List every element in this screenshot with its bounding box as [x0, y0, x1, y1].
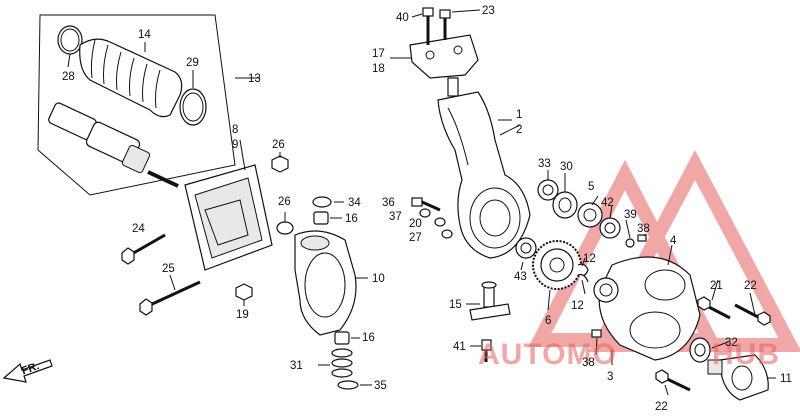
label-15: 15 [449, 299, 462, 311]
label-24: 24 [132, 223, 145, 235]
nut-26-upper [271, 155, 289, 173]
circlip-28 [57, 25, 83, 55]
bearing-42 [599, 217, 621, 239]
label-35: 35 [374, 380, 387, 392]
bearing-30 [552, 191, 578, 219]
label-28: 28 [62, 71, 75, 83]
label-34: 34 [348, 197, 361, 209]
collar-16-lower [334, 331, 350, 345]
label-6: 6 [545, 315, 551, 327]
washer-26-lower [276, 221, 294, 235]
label-31: 31 [290, 360, 303, 372]
label-4: 4 [670, 235, 677, 247]
joint-shaft [48, 102, 179, 188]
label-16-lower: 16 [362, 332, 375, 344]
washer-34 [312, 196, 332, 208]
bolt-40 [422, 7, 434, 45]
washer-27 [441, 229, 453, 239]
label-27: 27 [409, 232, 422, 244]
label-40: 40 [396, 12, 409, 24]
label-30: 30 [560, 161, 573, 173]
bolt-25 [139, 280, 201, 316]
label-11: 11 [780, 373, 792, 385]
label-43: 43 [514, 271, 527, 283]
label-22-upper: 22 [744, 280, 757, 292]
label-20: 20 [409, 218, 422, 230]
dowel-38-upper [637, 234, 647, 242]
label-38-upper: 38 [637, 223, 650, 235]
label-26-lower: 26 [278, 196, 291, 208]
watermark-text-right: HUB [712, 338, 780, 371]
pipe-15 [469, 281, 511, 321]
watermark-text-left: AUTOMO [478, 338, 617, 371]
bolt-23 [439, 9, 451, 40]
leader-lines [499, 124, 776, 396]
boot-14 [79, 38, 183, 118]
washer-31-c [331, 368, 353, 378]
label-36: 36 [382, 197, 395, 209]
label-16-upper: 16 [345, 213, 358, 225]
label-13: 13 [248, 73, 261, 85]
label-10: 10 [372, 273, 385, 285]
label-25: 25 [162, 263, 175, 275]
label-33: 33 [538, 158, 551, 170]
pin-39 [625, 238, 635, 248]
flange-11 [707, 354, 769, 401]
gear-5 [577, 202, 603, 228]
label-12-upper: 12 [583, 253, 596, 265]
cover-4 [598, 256, 701, 361]
label-32: 32 [725, 337, 738, 349]
label-18: 18 [372, 63, 385, 75]
collar-16-upper [313, 211, 329, 225]
label-41: 41 [453, 341, 466, 353]
label-17: 17 [372, 48, 385, 60]
seal-32 [689, 337, 711, 363]
label-1: 1 [516, 109, 522, 121]
label-14: 14 [138, 29, 151, 41]
label-39: 39 [624, 209, 637, 221]
bearing-cover [593, 277, 619, 303]
label-26-upper: 26 [272, 139, 285, 151]
washer-20 [434, 217, 446, 227]
bolt-41 [481, 339, 492, 362]
label-22-lower: 22 [655, 401, 668, 413]
label-42: 42 [601, 197, 614, 209]
washer-37 [419, 208, 431, 218]
label-8: 8 [232, 124, 238, 136]
label-38-lower: 38 [582, 357, 595, 369]
mount-bracket-17 [409, 34, 479, 97]
label-12-lower: 12 [571, 300, 584, 312]
label-9: 9 [232, 139, 238, 151]
label-2: 2 [516, 124, 522, 136]
bolt-22-upper [734, 303, 771, 326]
bolt-22-lower [655, 369, 691, 392]
band-29 [179, 88, 207, 126]
clip-12-upper [577, 263, 589, 277]
label-37: 37 [389, 211, 402, 223]
nut-19 [235, 283, 253, 301]
part-labels: 14 28 29 13 8 9 26 26 34 16 24 10 25 19 … [20, 5, 792, 413]
label-3: 3 [607, 371, 613, 383]
bracket-10 [294, 230, 357, 336]
ring-gear-6 [532, 240, 582, 290]
bolt-24 [121, 233, 166, 265]
washer-31-b [331, 358, 353, 368]
label-21: 21 [710, 280, 723, 292]
bolt-21 [697, 296, 731, 320]
washer-31-a [331, 348, 353, 358]
bolt-36 [411, 197, 441, 212]
label-5: 5 [588, 181, 594, 193]
gasket-cover [184, 164, 273, 271]
bearing-43 [515, 237, 537, 259]
label-19: 19 [236, 309, 249, 321]
clip-12-lower [577, 274, 589, 283]
gear-case-housing [437, 91, 531, 259]
dowel-38-lower [591, 329, 602, 338]
washer-35 [337, 380, 359, 390]
direction-label: FR. [20, 360, 41, 377]
label-29: 29 [186, 57, 199, 69]
front-direction-arrow [2, 359, 53, 383]
label-23: 23 [482, 5, 495, 17]
